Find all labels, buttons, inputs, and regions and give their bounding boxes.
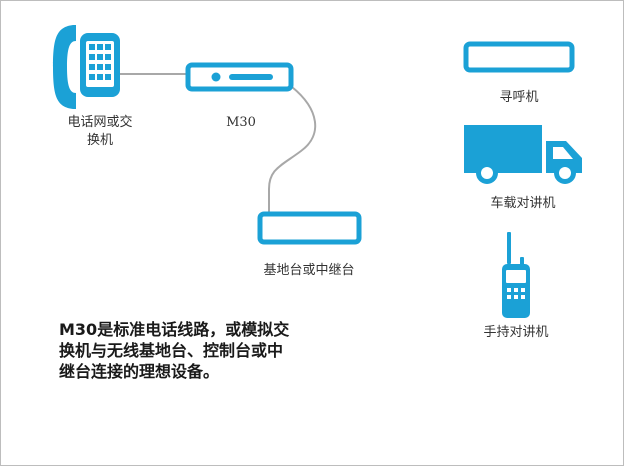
pager-label: 寻呼机 xyxy=(499,90,539,105)
pager-icon xyxy=(463,41,575,73)
description-line-3: 继台连接的理想设备。 xyxy=(59,362,220,381)
base-station-label: 基地台或中继台 xyxy=(263,263,355,278)
truck-label: 车载对讲机 xyxy=(490,196,556,211)
phone-label: 电话网或交 换机 xyxy=(52,114,148,150)
telephone-icon xyxy=(53,25,120,109)
description-text: M30是标准电话线路，或模拟交 换机与无线基地台、控制台或中 继台连接的理想设备… xyxy=(59,319,359,382)
base-station-icon xyxy=(257,211,362,245)
m30-device-icon xyxy=(185,62,294,92)
phone-label-line1: 电话网或交 xyxy=(67,115,133,130)
phone-label-line2: 换机 xyxy=(86,133,113,148)
m30-label: M30 xyxy=(226,115,256,130)
handheld-label: 手持对讲机 xyxy=(483,325,549,340)
walkie-talkie-icon xyxy=(502,232,530,318)
m30-to-base-line xyxy=(268,86,317,213)
truck-icon xyxy=(464,125,582,184)
description-line-1: M30是标准电话线路，或模拟交 xyxy=(59,320,290,339)
description-line-2: 换机与无线基地台、控制台或中 xyxy=(59,341,284,360)
